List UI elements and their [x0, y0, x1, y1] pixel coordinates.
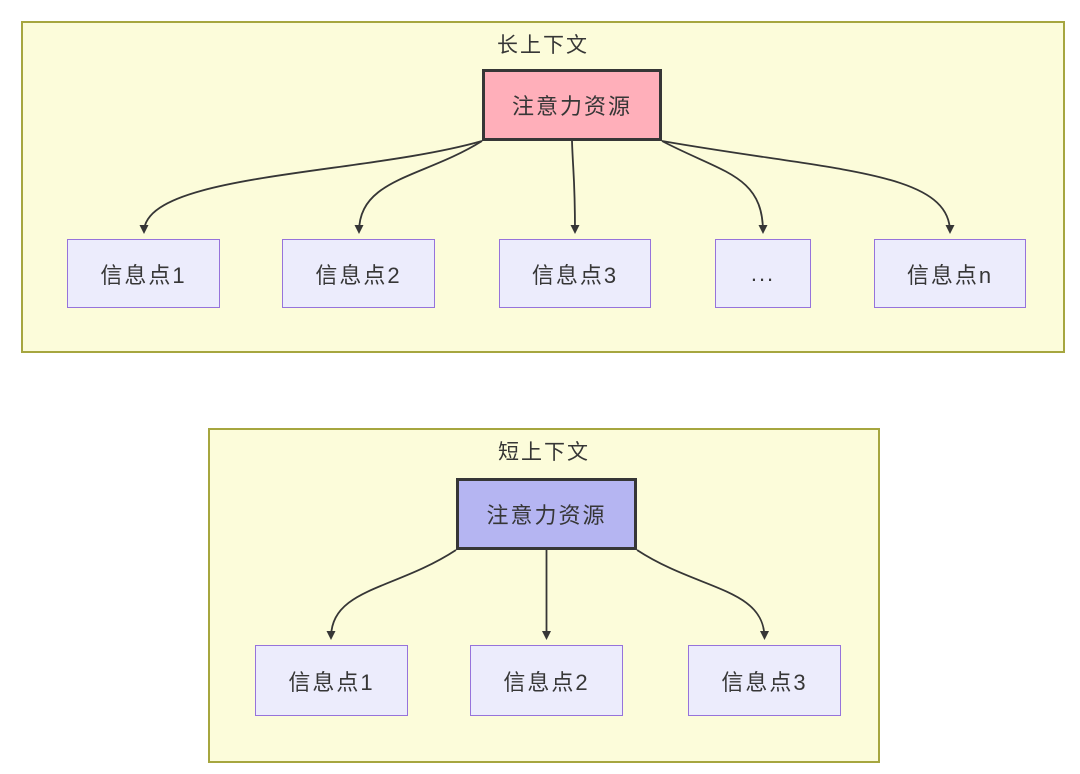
edge-long-5 — [661, 140, 955, 234]
edge-long-4 — [661, 140, 768, 234]
attention-resource-node-short: 注意力资源 — [456, 478, 637, 550]
edge-long-2 — [354, 140, 483, 234]
info-node-3: 信息点3 — [499, 239, 651, 308]
info-node-ellipsis: ... — [715, 239, 811, 308]
edge-long-3 — [570, 140, 580, 234]
info-node-n: 信息点n — [874, 239, 1026, 308]
info-node-2: 信息点2 — [282, 239, 435, 308]
info-node-1: 信息点1 — [255, 645, 408, 716]
info-node-1: 信息点1 — [67, 239, 220, 308]
edge-short-1 — [326, 549, 457, 640]
info-node-2: 信息点2 — [470, 645, 623, 716]
attention-resource-node-long: 注意力资源 — [482, 69, 662, 141]
edge-long-1 — [139, 140, 483, 234]
edge-short-3 — [636, 549, 769, 640]
attention-resource-label: 注意力资源 — [511, 94, 632, 119]
panel-short-context: 短上下文 注意力资源 信息点1 信息点2 信息点3 — [208, 428, 880, 763]
attention-resource-label: 注意力资源 — [486, 503, 607, 528]
panel-long-context: 长上下文 注意力资源 信息点1 信息点2 信息点3 ... 信息点n — [21, 21, 1065, 353]
info-node-3: 信息点3 — [688, 645, 841, 716]
panel-long-title: 长上下文 — [497, 34, 589, 57]
panel-short-title: 短上下文 — [498, 441, 590, 464]
